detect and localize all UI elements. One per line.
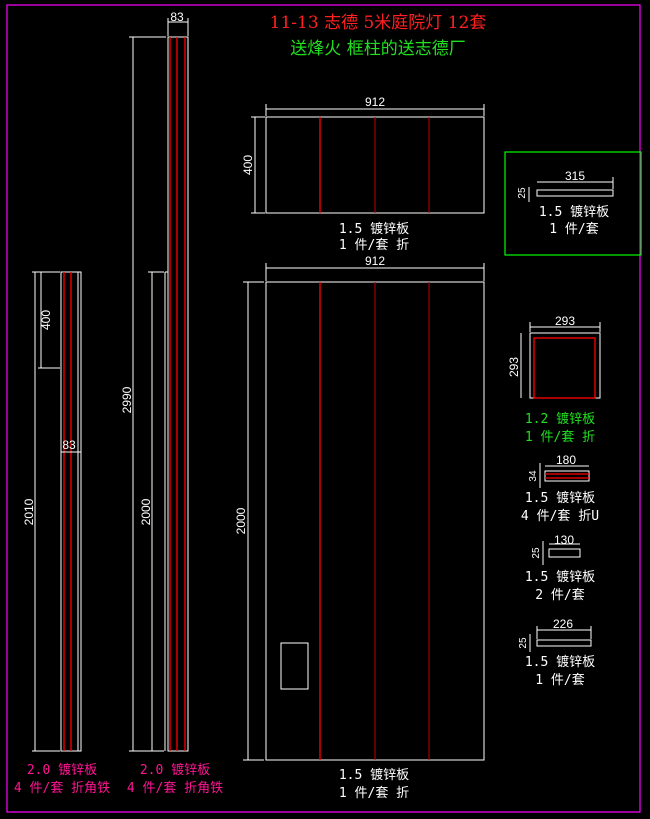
access-window — [280, 642, 309, 690]
part-315: 315 25 — [517, 169, 614, 202]
part-315-length-dim: 315 — [565, 169, 585, 183]
part-226-label-material: 1.5 镀锌板 — [525, 654, 595, 670]
post-b-label-qty: 4 件/套 折角铁 — [127, 780, 223, 796]
part-293-height-dim: 293 — [507, 357, 521, 377]
part-180-length-dim: 180 — [556, 453, 576, 467]
top-panel: 912 400 — [241, 95, 485, 214]
main-panel: 912 2000 — [234, 254, 485, 761]
main-panel-width-dim: 912 — [365, 254, 385, 268]
main-panel-height-dim: 2000 — [234, 507, 248, 534]
part-180-label-material: 1.5 镀锌板 — [525, 490, 595, 506]
part-130: 130 25 — [531, 533, 581, 565]
post-b-width-dim: 83 — [170, 10, 184, 24]
drawing-subtitle: 送烽火 框柱的送志德厂 — [290, 39, 465, 59]
part-315-label-qty: 1 件/套 — [549, 221, 598, 237]
part-130-length-dim: 130 — [554, 533, 574, 547]
part-293-label-qty: 1 件/套 折 — [525, 429, 595, 445]
part-180-label-qty: 4 件/套 折U — [521, 508, 599, 524]
part-130-label-material: 1.5 镀锌板 — [525, 569, 595, 585]
post-a-label-qty: 4 件/套 折角铁 — [14, 780, 110, 796]
top-panel-width-dim: 912 — [365, 95, 385, 109]
main-panel-label-qty: 1 件/套 折 — [339, 785, 409, 801]
part-315-height-dim: 25 — [517, 187, 528, 199]
part-180-height-dim: 34 — [528, 470, 539, 482]
top-panel-height-dim: 400 — [241, 155, 255, 175]
drawing-border — [6, 4, 641, 813]
drawing-title: 11-13 志德 5米庭院灯 12套 — [270, 13, 487, 33]
part-180: 180 34 — [528, 453, 590, 488]
part-315-label-material: 1.5 镀锌板 — [539, 204, 609, 220]
post-a-upper-dim: 400 — [39, 310, 53, 330]
post-a-label-material: 2.0 镀锌板 — [27, 762, 97, 778]
part-130-label-qty: 2 件/套 — [535, 587, 584, 603]
post-b-total-dim: 2990 — [120, 386, 134, 413]
post-a-width-dim: 83 — [62, 438, 76, 452]
part-293-length-dim: 293 — [555, 314, 575, 328]
post-b-label-material: 2.0 镀锌板 — [140, 762, 210, 778]
top-panel-label-material: 1.5 镀锌板 — [339, 221, 409, 237]
post-b-lower-dim: 2000 — [139, 498, 153, 525]
part-226-label-qty: 1 件/套 — [535, 672, 584, 688]
part-226: 226 25 — [518, 617, 592, 652]
part-293-label-material: 1.2 镀锌板 — [525, 411, 595, 427]
part-226-length-dim: 226 — [553, 617, 573, 631]
highlight-box — [504, 151, 642, 256]
post-a: 400 2010 83 — [22, 271, 82, 752]
part-226-height-dim: 25 — [518, 637, 529, 649]
part-293: 293 293 — [507, 314, 601, 399]
post-a-total-dim: 2010 — [22, 498, 36, 525]
top-panel-label-qty: 1 件/套 折 — [339, 237, 409, 253]
part-130-height-dim: 25 — [531, 547, 542, 559]
post-b: 83 2990 2000 — [120, 10, 189, 752]
main-panel-label-material: 1.5 镀锌板 — [339, 767, 409, 783]
